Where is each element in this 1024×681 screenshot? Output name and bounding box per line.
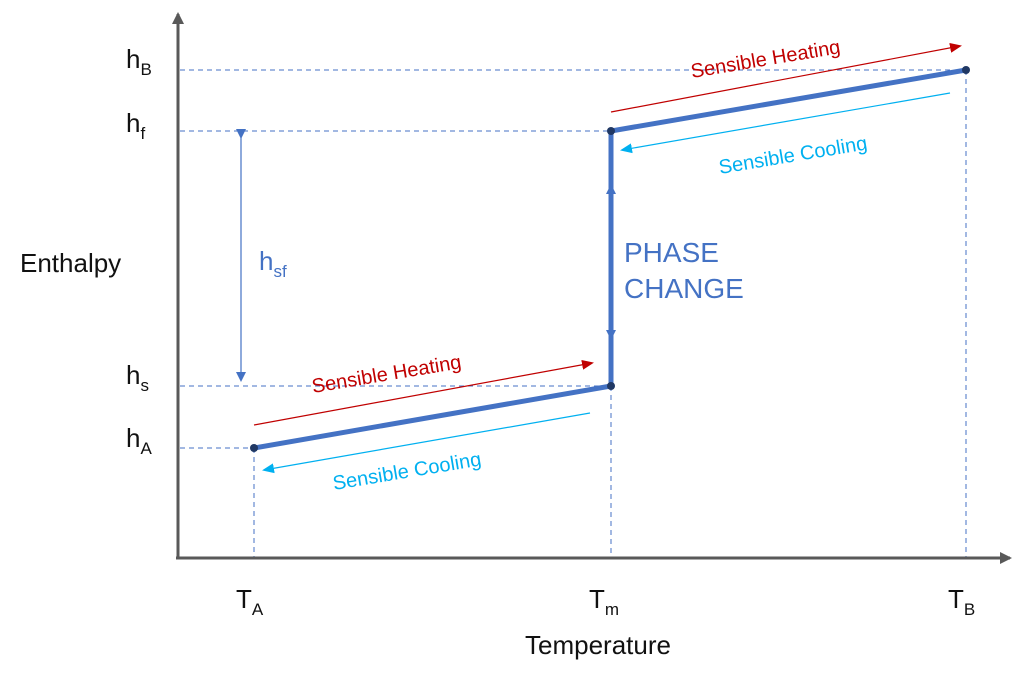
- hsf-label-main: h: [259, 246, 273, 276]
- cooling-arrow-low: [262, 412, 591, 474]
- y-tick-hB-main: h: [126, 44, 140, 74]
- enthalpy-curve: [250, 66, 970, 452]
- phase-change-label-line2: CHANGE: [624, 273, 744, 304]
- y-tick-hf: hf: [126, 108, 145, 143]
- x-tick-TB-main: T: [948, 584, 964, 614]
- x-tick-TA-main: T: [236, 584, 252, 614]
- x-tick-TA-sub: A: [252, 600, 264, 619]
- cooling-label-low: Sensible Cooling: [331, 448, 483, 494]
- y-axis-title: Enthalpy: [20, 248, 121, 278]
- phase-change-label-line1: PHASE: [624, 237, 719, 268]
- x-tick-TA: TA: [236, 584, 264, 619]
- point-A: [250, 444, 258, 452]
- x-tick-TB: TB: [948, 584, 975, 619]
- heating-arrow-high: [610, 42, 962, 113]
- cooling-label-high: Sensible Cooling: [717, 132, 869, 178]
- y-tick-hA-sub: A: [140, 439, 152, 458]
- point-s: [607, 382, 615, 390]
- y-tick-hB: hB: [126, 44, 152, 79]
- x-tick-TB-sub: B: [964, 600, 975, 619]
- y-tick-hB-sub: B: [140, 60, 151, 79]
- cooling-arrow-high: [620, 92, 951, 154]
- point-B: [962, 66, 970, 74]
- x-tick-Tm: Tm: [589, 584, 619, 619]
- y-tick-hf-sub: f: [140, 124, 145, 143]
- y-tick-hs-sub: s: [140, 376, 149, 395]
- hsf-label-sub: sf: [273, 262, 287, 281]
- x-tick-Tm-sub: m: [605, 600, 619, 619]
- y-tick-hs-main: h: [126, 360, 140, 390]
- y-tick-hs: hs: [126, 360, 149, 395]
- point-f: [607, 127, 615, 135]
- y-tick-hA: hA: [126, 423, 152, 458]
- heating-label-high: Sensible Heating: [689, 36, 842, 83]
- y-tick-hf-main: h: [126, 108, 140, 138]
- hsf-label: hsf: [259, 246, 287, 281]
- y-tick-hA-main: h: [126, 423, 140, 453]
- x-tick-Tm-main: T: [589, 584, 605, 614]
- guide-lines: [180, 69, 967, 558]
- x-axis-title: Temperature: [525, 630, 671, 660]
- heating-arrow-low: [253, 359, 594, 426]
